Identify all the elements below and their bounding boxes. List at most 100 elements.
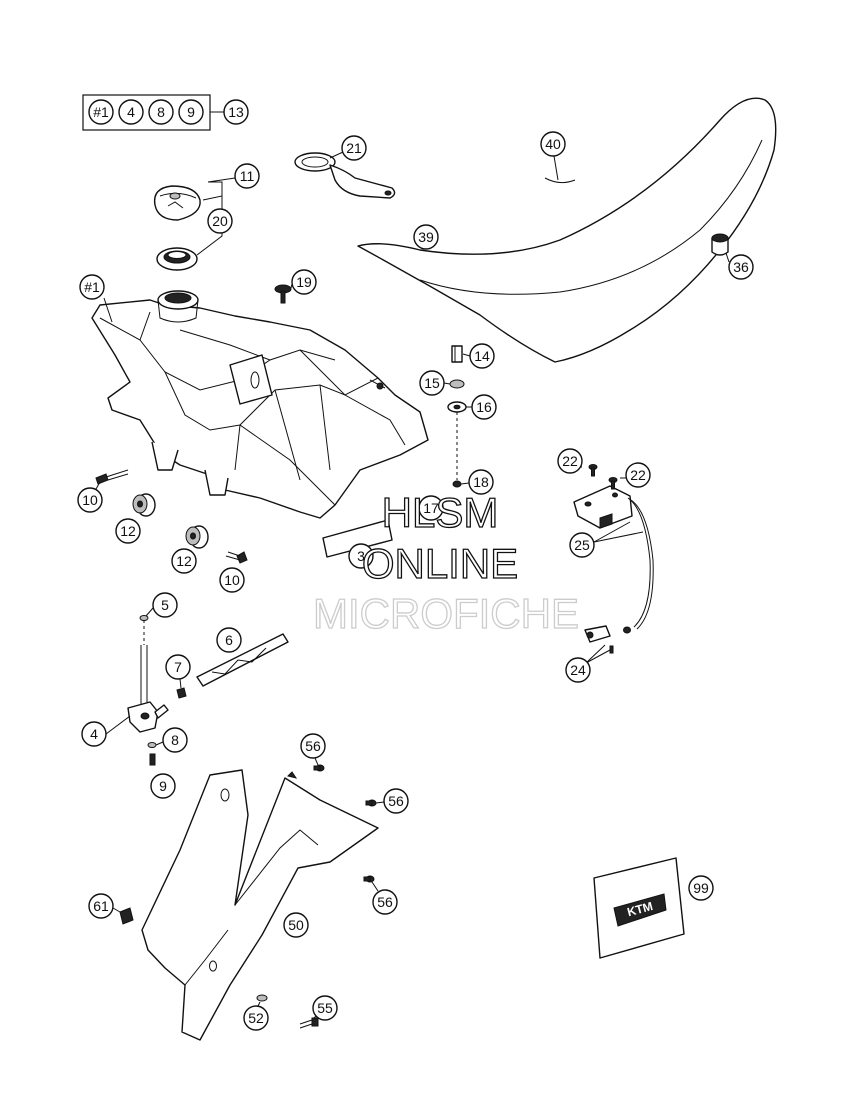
cable-end-24 <box>584 625 614 654</box>
callout-14[interactable]: 14 <box>469 343 495 369</box>
svg-text:21: 21 <box>346 140 362 156</box>
fuel-tap-seal-5 <box>139 615 149 621</box>
svg-text:10: 10 <box>224 572 240 588</box>
tank-screw-upper <box>95 469 129 485</box>
screw-56-mid <box>365 799 377 807</box>
watermark-line-2: ONLINE <box>362 540 518 587</box>
svg-text:8: 8 <box>157 104 165 120</box>
washer-16 <box>447 401 467 413</box>
svg-text:14: 14 <box>474 348 490 364</box>
callout-9[interactable]: 9 <box>150 773 176 799</box>
washer-8 <box>147 742 157 748</box>
svg-text:40: 40 <box>545 136 561 152</box>
screw-22-right <box>608 477 618 490</box>
svg-text:18: 18 <box>473 474 489 490</box>
callout-56-mid[interactable]: 56 <box>383 788 409 814</box>
watermark-line-1: HLSM <box>382 489 499 536</box>
svg-text:61: 61 <box>93 898 109 914</box>
fuel-tank <box>91 290 429 519</box>
callout-99[interactable]: 99 <box>688 875 714 901</box>
callout-8[interactable]: 8 <box>162 727 188 753</box>
svg-text:17: 17 <box>423 500 439 516</box>
svg-text:19: 19 <box>296 274 312 290</box>
strap-21 <box>294 152 396 199</box>
svg-text:56: 56 <box>305 738 321 754</box>
cable-25 <box>623 497 654 634</box>
callout-5[interactable]: 5 <box>152 592 178 618</box>
callout-61[interactable]: 61 <box>88 893 114 919</box>
side-spoiler <box>141 769 379 1041</box>
callout-4[interactable]: 4 <box>81 721 107 747</box>
callout-12-lower[interactable]: 12 <box>171 548 197 574</box>
callout-22-left[interactable]: 22 <box>557 448 583 474</box>
callout-55[interactable]: 55 <box>312 995 338 1021</box>
svg-text:4: 4 <box>90 726 98 742</box>
rubber-bushing-upper <box>132 493 156 517</box>
switch-bracket <box>573 485 633 529</box>
svg-text:55: 55 <box>317 1000 333 1016</box>
callout-16[interactable]: 16 <box>471 394 497 420</box>
callout-18[interactable]: 18 <box>468 469 494 495</box>
svg-text:11: 11 <box>240 168 255 184</box>
fuel-cap <box>153 185 201 221</box>
rubber-buffer-36 <box>711 233 729 256</box>
tank-pad <box>322 519 393 558</box>
callout-24[interactable]: 24 <box>565 657 591 683</box>
callout-20[interactable]: 20 <box>207 208 233 234</box>
svg-text:#1: #1 <box>84 279 100 295</box>
callout-56-top[interactable]: 56 <box>300 733 326 759</box>
callout-3[interactable]: 3 <box>348 543 374 569</box>
svg-text:25: 25 <box>574 537 590 553</box>
svg-text:12: 12 <box>120 523 136 539</box>
callout-1[interactable]: #1 <box>79 274 105 300</box>
svg-text:56: 56 <box>377 894 393 910</box>
svg-text:#1: #1 <box>93 104 109 120</box>
callout-25[interactable]: 25 <box>569 532 595 558</box>
svg-text:36: 36 <box>733 259 749 275</box>
rubber-bushing-lower <box>185 525 209 549</box>
callout-11[interactable]: 11 <box>234 163 260 189</box>
fuel-tap <box>127 620 169 733</box>
washer-52 <box>256 994 268 1002</box>
callout-12-upper[interactable]: 12 <box>115 518 141 544</box>
callout-17[interactable]: 17 <box>418 495 444 521</box>
svg-text:22: 22 <box>562 453 578 469</box>
callout-52[interactable]: 52 <box>243 1005 269 1031</box>
svg-text:99: 99 <box>693 880 709 896</box>
kit-item-1[interactable]: #1 <box>88 99 114 125</box>
callout-10-upper[interactable]: 10 <box>77 487 103 513</box>
decal-sticker: KTM <box>593 857 685 959</box>
tank-screw-lower <box>225 551 248 564</box>
callout-36[interactable]: 36 <box>728 254 754 280</box>
callout-56-bottom[interactable]: 56 <box>372 889 398 915</box>
callout-10-lower[interactable]: 10 <box>219 567 245 593</box>
svg-text:5: 5 <box>161 597 169 613</box>
callout-7[interactable]: 7 <box>165 654 191 680</box>
screw-55 <box>299 1017 319 1029</box>
svg-text:39: 39 <box>418 229 434 245</box>
svg-text:52: 52 <box>248 1010 264 1026</box>
callout-19[interactable]: 19 <box>291 269 317 295</box>
callout-6[interactable]: 6 <box>216 627 242 653</box>
svg-text:12: 12 <box>176 553 192 569</box>
kit-item-8[interactable]: 8 <box>148 99 174 125</box>
callout-50[interactable]: 50 <box>283 912 309 938</box>
screw-22-left <box>588 464 598 477</box>
kit-box: #1 4 8 9 13 <box>82 94 249 131</box>
callout-13[interactable]: 13 <box>223 99 249 125</box>
callout-40[interactable]: 40 <box>540 131 566 157</box>
screw-9 <box>149 753 156 766</box>
decal-brand: KTM <box>626 899 655 919</box>
svg-text:16: 16 <box>476 399 492 415</box>
callout-22-right[interactable]: 22 <box>625 462 651 488</box>
svg-text:3: 3 <box>357 548 365 564</box>
kit-item-9[interactable]: 9 <box>178 99 204 125</box>
callout-21[interactable]: 21 <box>341 135 367 161</box>
callout-39[interactable]: 39 <box>413 224 439 250</box>
watermark-line-3: MICROFICHE <box>313 590 579 637</box>
kit-item-4[interactable]: 4 <box>118 99 144 125</box>
callout-15[interactable]: 15 <box>419 370 445 396</box>
screw-19 <box>274 284 292 304</box>
bolt-14 <box>451 345 463 363</box>
svg-text:22: 22 <box>630 467 646 483</box>
